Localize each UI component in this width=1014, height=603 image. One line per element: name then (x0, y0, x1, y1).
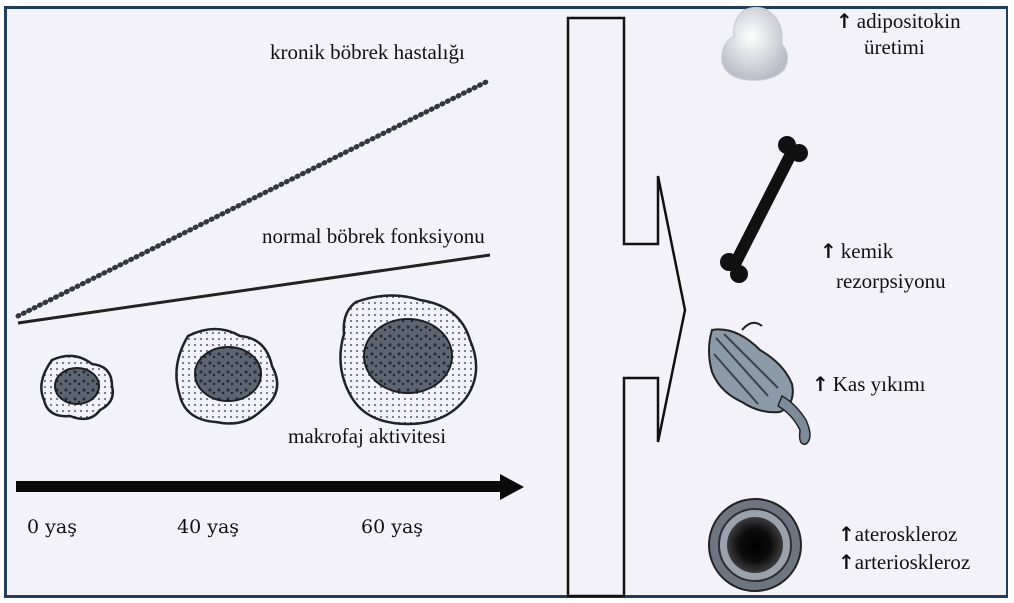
muscle-breakdown-label: ↑Kas yıkımı (812, 372, 926, 397)
muscle-text: Kas yıkımı (833, 372, 926, 396)
bone-line1: kemik (841, 239, 894, 263)
effect-arrow-outline (568, 18, 685, 596)
macrophage-cell-icon-medium (176, 329, 277, 424)
macrophage-cell-icon-large (340, 295, 476, 424)
vessel-line1: ateroskleroz (855, 522, 958, 546)
macrophage-activity-label: makrofaj aktivitesi (288, 424, 446, 449)
age-label-0: 0 yaş (27, 516, 77, 538)
ckd-line (18, 80, 490, 316)
adipocytokine-line1: adipositokin (857, 9, 961, 33)
muscle-icon (709, 323, 810, 444)
age-label-40: 40 yaş (177, 516, 239, 538)
bone-resorption-label: ↑kemik rezorpsiyonu (820, 236, 946, 296)
age-timeline-arrow (16, 474, 524, 500)
artery-cross-section-icon (709, 499, 801, 591)
up-arrow-icon: ↑ (820, 236, 837, 266)
fat-tissue-icon (722, 7, 788, 80)
adipocytokine-line2: üretimi (864, 35, 925, 59)
adipocytokine-label: ↑adipositokin üretimi (836, 8, 961, 60)
macrophage-cell-icon-small (41, 356, 112, 419)
up-arrow-icon: ↑ (812, 372, 829, 396)
up-arrow-icon: ↑ (838, 548, 855, 576)
normal-line-label: normal böbrek fonksiyonu (262, 224, 485, 249)
ckd-line-label: kronik böbrek hastalığı (270, 40, 465, 65)
vessel-line2: arterioskleroz (855, 550, 970, 574)
vascular-label: ↑ateroskleroz ↑arterioskleroz (838, 520, 970, 576)
bone-icon (720, 136, 808, 283)
age-label-60: 60 yaş (361, 516, 423, 538)
bone-line2: rezorpsiyonu (836, 269, 946, 293)
up-arrow-icon: ↑ (838, 520, 855, 548)
up-arrow-icon: ↑ (836, 8, 853, 34)
